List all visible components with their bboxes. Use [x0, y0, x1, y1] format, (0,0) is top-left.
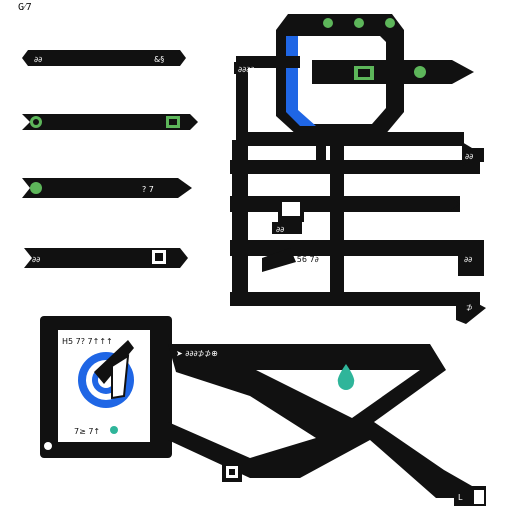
bottom-right-label: L [458, 493, 463, 502]
middle-label: ? 56 7∂ [290, 255, 319, 264]
left-arrow-3: ? 7 [22, 178, 192, 198]
top-grid-label: ∂∂∂∂ [238, 65, 255, 74]
right-tip-label-1: ∂∂ [465, 152, 473, 161]
monitor-arrow [312, 60, 474, 84]
card-top-label: H5 7? 7↑↑↑ [62, 337, 113, 346]
leaf-icon [385, 18, 395, 28]
shield-icon [44, 442, 52, 450]
right-tip-label-3: ⊅ [466, 303, 473, 312]
arrow-4-left-label: ∂∂ [32, 255, 40, 264]
drop-icon [337, 364, 355, 390]
left-arrow-4: ∂∂ [24, 248, 188, 268]
central-grid: ∂∂∂∂ ∂∂ ∂∂ ⊅ ∂∂ ? 56 7∂ [230, 56, 486, 324]
bridge-label: ➤ ∂∂∂⊅⊅⊕ [176, 349, 218, 358]
leaf-icon [414, 66, 426, 78]
bottom-bridge: ➤ ∂∂∂⊅⊅⊕ L [168, 344, 486, 506]
left-arrow-1: ∂∂ &§ [22, 50, 186, 66]
leaf-icon [354, 18, 364, 28]
left-card: H5 7? 7↑↑↑ 7≥ 7↑ [40, 316, 172, 458]
card-bottom-label: 7≥ 7↑ [74, 427, 100, 436]
arrow-3-label: ? 7 [142, 185, 154, 194]
leaf-icon [30, 182, 42, 194]
left-arrow-2 [22, 114, 198, 130]
document-icon [474, 490, 484, 504]
arrow-1-left-label: ∂∂ [34, 55, 42, 64]
device-label: ∂∂ [276, 225, 284, 234]
right-tip-label-2: ∂∂ [464, 255, 472, 264]
gem-icon [110, 426, 118, 434]
arrow-1-label: &§ [154, 55, 164, 64]
corner-label: G⁄7 [18, 2, 32, 13]
leaf-icon [323, 18, 333, 28]
